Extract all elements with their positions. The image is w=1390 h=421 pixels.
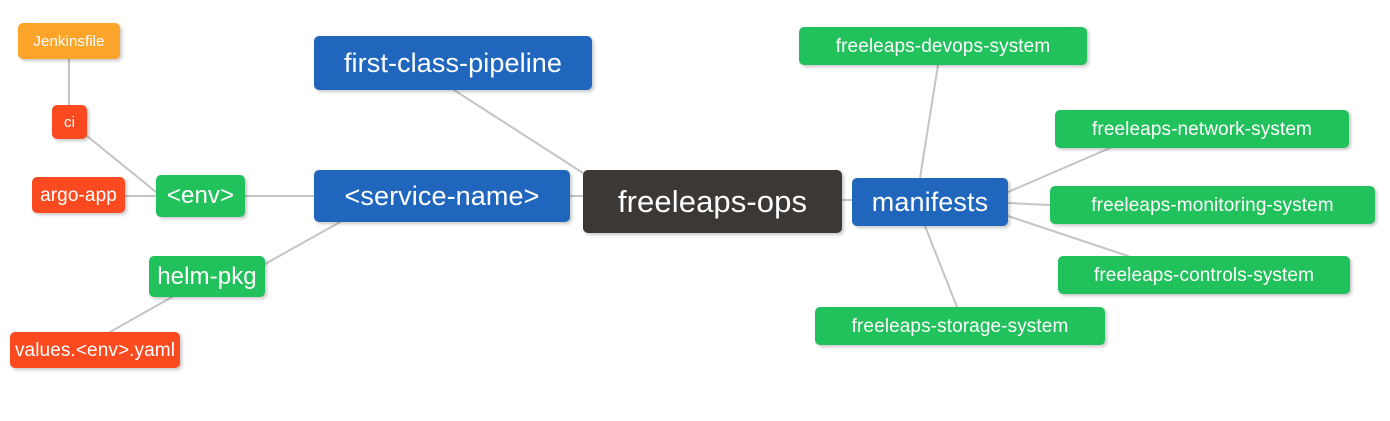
mindmap-node-env[interactable]: <env> — [156, 175, 245, 217]
node-label: manifests — [871, 186, 989, 217]
node-label: freeleaps-ops — [617, 184, 808, 219]
mindmap-node-argo-app[interactable]: argo-app — [32, 177, 125, 213]
node-label: ci — [63, 113, 76, 131]
edge-manifests-to-monitoring-system — [1007, 202, 1051, 206]
node-label: values.<env>.yaml — [14, 339, 176, 361]
mindmap-node-monitoring-system[interactable]: freeleaps-monitoring-system — [1050, 186, 1375, 224]
mindmap-node-ci[interactable]: ci — [52, 105, 87, 139]
node-label: Jenkinsfile — [33, 32, 105, 50]
mindmap-node-network-system[interactable]: freeleaps-network-system — [1055, 110, 1349, 148]
node-label: <env> — [166, 182, 235, 209]
mindmap-node-jenkinsfile[interactable]: Jenkinsfile — [18, 23, 120, 59]
edge-service-name-to-first-class-pipeline — [453, 89, 584, 174]
node-label: freeleaps-network-system — [1092, 118, 1312, 140]
edge-helm-pkg-to-values-env-yaml — [109, 296, 173, 333]
node-label: helm-pkg — [157, 262, 257, 290]
node-label: <service-name> — [344, 180, 540, 211]
mindmap-node-freeleaps-ops[interactable]: freeleaps-ops — [583, 170, 842, 233]
node-label: freeleaps-storage-system — [851, 315, 1069, 337]
edge-service-name-to-helm-pkg — [264, 221, 341, 265]
mindmap-node-first-class-pipeline[interactable]: first-class-pipeline — [314, 36, 592, 90]
edge-manifests-to-devops-system — [919, 64, 939, 179]
node-label: argo-app — [40, 184, 117, 206]
node-label: freeleaps-devops-system — [835, 35, 1051, 57]
node-label: freeleaps-controls-system — [1093, 264, 1315, 286]
mindmap-node-devops-system[interactable]: freeleaps-devops-system — [799, 27, 1087, 65]
node-label: freeleaps-monitoring-system — [1091, 194, 1334, 216]
mindmap-node-helm-pkg[interactable]: helm-pkg — [149, 256, 265, 297]
mindmap-node-service-name[interactable]: <service-name> — [314, 170, 570, 222]
node-label: first-class-pipeline — [343, 47, 563, 78]
mindmap-node-controls-system[interactable]: freeleaps-controls-system — [1058, 256, 1350, 294]
mindmap-node-manifests[interactable]: manifests — [852, 178, 1008, 226]
mindmap-node-storage-system[interactable]: freeleaps-storage-system — [815, 307, 1105, 345]
mindmap-node-values-env-yaml[interactable]: values.<env>.yaml — [10, 332, 180, 368]
edge-manifests-to-storage-system — [924, 225, 958, 308]
